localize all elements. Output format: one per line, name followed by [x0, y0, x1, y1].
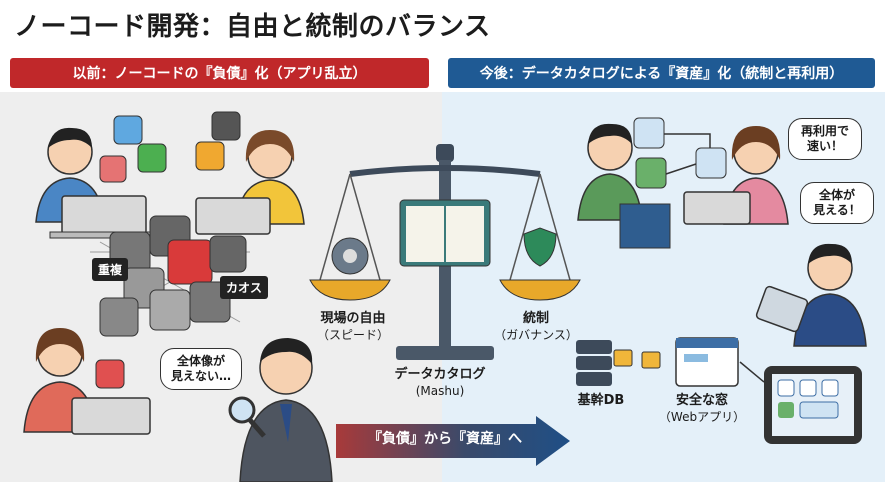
data-catalog-label-sub: (Mashu): [415, 384, 465, 398]
debt-to-asset-arrow: [336, 416, 570, 466]
secure-window-label-text: 安全な窓: [675, 393, 728, 408]
visibility-speech-bubble: 全体が 見える！: [800, 182, 874, 224]
freedom-label-text: 現場の自由: [320, 311, 386, 326]
balance-scale: [309, 144, 581, 360]
governance-label: 統制 （ガバナンス）: [486, 310, 586, 344]
secure-window-label-sub: （Webアプリ）: [658, 410, 746, 424]
governance-label-text: 統制: [522, 311, 549, 326]
person-bottom-left: [23, 328, 151, 435]
governance-label-sub: （ガバナンス）: [494, 328, 578, 342]
freedom-label: 現場の自由 （スピード）: [308, 310, 398, 344]
organized-illustration: [576, 117, 867, 444]
duplicate-tag: 重複: [92, 258, 129, 281]
worried-businessman: [228, 338, 333, 482]
left-banner: 以前：ノーコードの『負債』化（アプリ乱立）: [10, 58, 429, 88]
data-catalog-label-text: データカタログ: [394, 367, 486, 382]
core-db-label: 基幹DB: [577, 393, 625, 408]
data-catalog-label: データカタログ (Mashu): [380, 366, 500, 400]
person-top-right: [195, 130, 305, 235]
right-banner: 今後：データカタログによる『資産』化（統制と再利用）: [448, 58, 875, 88]
freedom-label-sub: （スピード）: [316, 328, 389, 342]
secure-window-label: 安全な窓 （Webアプリ）: [654, 392, 750, 426]
arrow-text: 『負債』から『資産』へ: [368, 431, 522, 447]
left-speech-bubble: 全体像が 見えない…: [160, 348, 242, 390]
chaos-illustration: [23, 111, 333, 482]
chaos-tag: カオス: [220, 276, 269, 299]
reuse-speech-bubble: 再利用で 速い！: [788, 118, 862, 160]
person-top-left: [35, 127, 155, 239]
page-title: ノーコード開発：自由と統制のバランス: [14, 12, 491, 42]
